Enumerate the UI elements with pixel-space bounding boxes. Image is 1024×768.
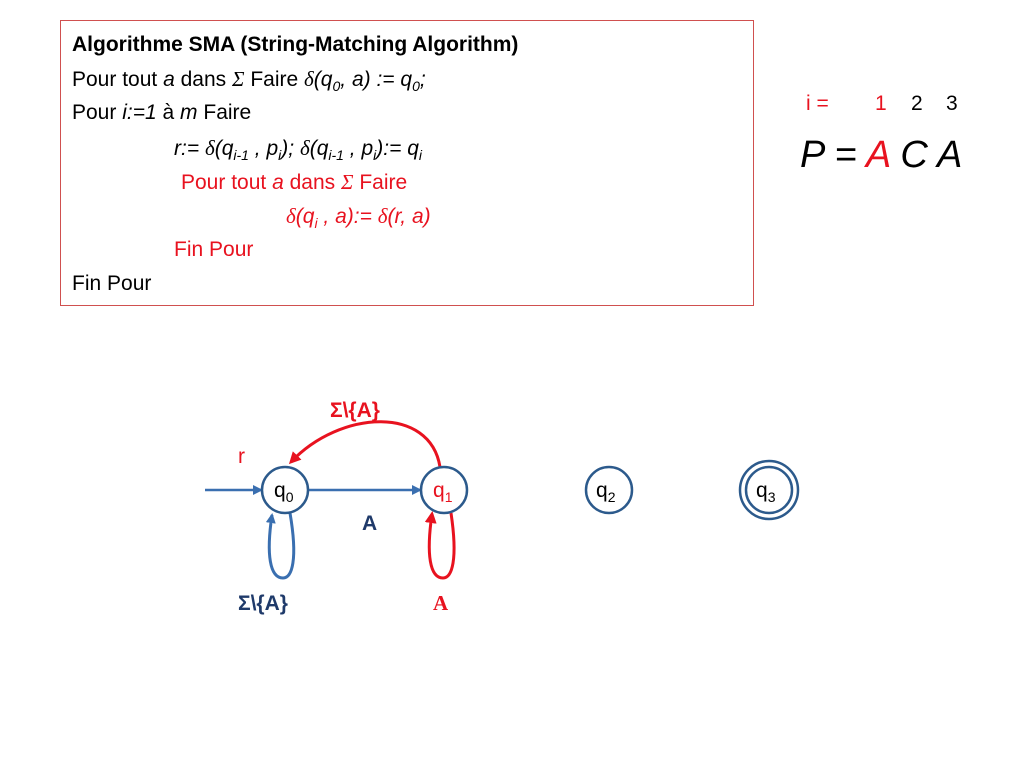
pattern-prefix: P = bbox=[800, 134, 857, 176]
svg-text:q1: q1 bbox=[433, 479, 453, 505]
index-2: 2 bbox=[911, 92, 923, 115]
pattern-char-1: A bbox=[865, 134, 890, 176]
algorithm-line-6: Fin Pour bbox=[174, 238, 254, 261]
svg-text:q2: q2 bbox=[596, 479, 616, 505]
start-label: r bbox=[238, 445, 245, 468]
edge-q0-q1-label: A bbox=[362, 512, 377, 535]
algorithm-line-3: r:= δ(qi-1 , pi); δ(qi-1 , pi):= qi bbox=[174, 136, 422, 164]
state-q3-accepting: q3 bbox=[738, 459, 800, 521]
loop-q1-label: A bbox=[433, 591, 449, 615]
algorithm-line-2: Pour i:=1 à m Faire bbox=[72, 101, 252, 124]
index-3: 3 bbox=[946, 92, 958, 115]
edge-q1-q0-label: Σ\{A} bbox=[330, 399, 380, 422]
loop-q0 bbox=[265, 512, 296, 580]
algorithm-title: Algorithme SMA (String-Matching Algorith… bbox=[72, 33, 519, 56]
state-q2: q2 bbox=[584, 465, 634, 515]
algorithm-line-4: Pour tout a dans Σ Faire bbox=[181, 170, 408, 194]
index-label: i = bbox=[806, 92, 829, 115]
loop-q1 bbox=[424, 511, 456, 580]
loop-q0-label: Σ\{A} bbox=[238, 592, 288, 615]
svg-text:q0: q0 bbox=[274, 479, 294, 505]
pattern-char-3: A bbox=[936, 134, 963, 176]
pattern-char-2: C bbox=[900, 134, 928, 176]
edge-q1-q0 bbox=[288, 420, 442, 468]
state-q1: q1 bbox=[419, 465, 469, 515]
index-1: 1 bbox=[875, 92, 887, 115]
state-q0: q0 bbox=[260, 465, 310, 515]
algorithm-line-1: Pour tout a dans Σ Faire δ(q0, a) := q0; bbox=[72, 67, 426, 95]
algorithm-line-5: δ(qi , a):= δ(r, a) bbox=[286, 204, 431, 232]
algorithm-line-7: Fin Pour bbox=[72, 272, 152, 295]
svg-text:q3: q3 bbox=[756, 479, 776, 505]
pattern-string: P = A C A bbox=[800, 134, 962, 177]
algorithm-box bbox=[60, 20, 754, 306]
